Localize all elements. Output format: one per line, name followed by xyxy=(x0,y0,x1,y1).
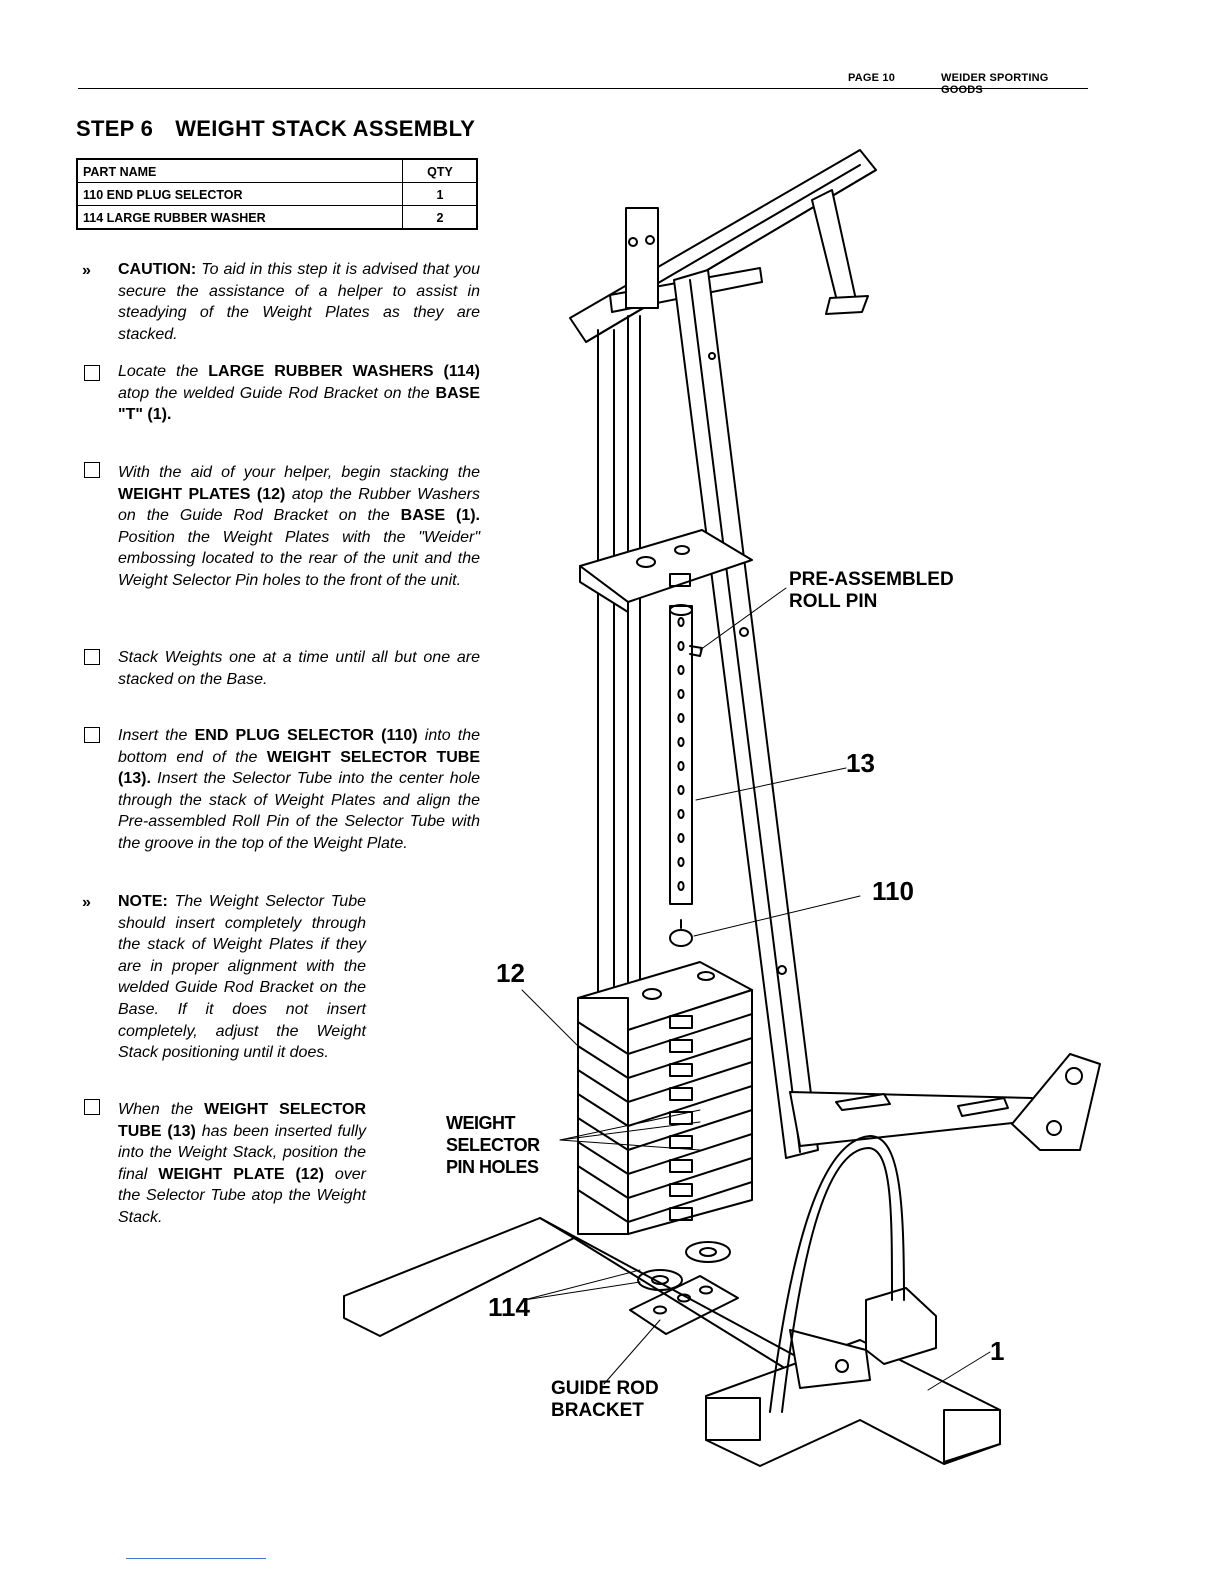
table-row: 110 END PLUG SELECTOR 1 xyxy=(76,182,478,206)
instruction-stack-weights: Stack Weights one at a time until all bu… xyxy=(118,649,480,688)
part-qty-cell: 1 xyxy=(402,182,478,206)
caution-label: CAUTION: xyxy=(118,261,197,278)
top-beam xyxy=(570,150,876,342)
callout-weight-plates: 12 xyxy=(496,958,525,988)
callout-base: 1 xyxy=(990,1336,1005,1366)
callout-end-plug: 110 xyxy=(872,876,914,906)
top-weight-plate xyxy=(580,530,752,612)
callout-roll-pin: PRE-ASSEMBLED ROLL PIN xyxy=(789,569,954,612)
callout-leader-lines xyxy=(522,588,990,1390)
footer-rule xyxy=(126,1558,266,1559)
checkbox-icon[interactable] xyxy=(84,727,100,743)
note-label: NOTE: xyxy=(118,893,168,910)
end-plug-selector xyxy=(670,920,692,946)
rear-upright xyxy=(598,208,658,1005)
base-frame xyxy=(344,1218,1000,1466)
step-title: STEP 6 WEIGHT STACK ASSEMBLY xyxy=(76,116,475,142)
table-row: 114 LARGE RUBBER WASHER 2 xyxy=(76,205,478,230)
diagonal-upright xyxy=(674,270,818,1158)
callout-pin-holes: WEIGHT SELECTOR PIN HOLES xyxy=(446,1113,540,1177)
part-name-cell: 114 LARGE RUBBER WASHER xyxy=(76,205,403,230)
selector-tube xyxy=(670,605,702,904)
instruction-final-plate: When the WEIGHT SELECTOR TUBE (13) has b… xyxy=(118,1101,367,1226)
checkbox-icon[interactable] xyxy=(84,649,100,665)
instruction-insert-selector: Insert the END PLUG SELECTOR (110) into … xyxy=(118,727,480,852)
note-bullet-icon: » xyxy=(82,894,91,911)
page-number: PAGE 10 xyxy=(848,72,896,84)
caution-text: CAUTION: To aid in this step it is advis… xyxy=(118,261,480,343)
step-number: STEP 6 xyxy=(76,116,154,141)
checkbox-icon[interactable] xyxy=(84,462,100,478)
column-header-qty: QTY xyxy=(402,158,478,183)
part-name-cell: 110 END PLUG SELECTOR xyxy=(76,182,403,206)
instruction-stack-plates: With the aid of your helper, begin stack… xyxy=(118,464,481,589)
checkbox-icon[interactable] xyxy=(84,1099,100,1115)
instruction-locate-washers: Locate the LARGE RUBBER WASHERS (114) at… xyxy=(118,363,481,424)
note-text: NOTE: The Weight Selector Tube should in… xyxy=(118,893,366,1062)
step-heading: WEIGHT STACK ASSEMBLY xyxy=(175,116,476,141)
part-qty-cell: 2 xyxy=(402,205,478,230)
checkbox-icon[interactable] xyxy=(84,365,100,381)
parts-table: PART NAME QTY 110 END PLUG SELECTOR 1 11… xyxy=(76,158,478,230)
cable-brace xyxy=(770,1136,904,1412)
page-header: PAGE 10 WEIDER SPORTING GOODS xyxy=(78,70,1088,96)
callout-guide-rod-bracket: GUIDE ROD BRACKET xyxy=(551,1378,659,1421)
callout-selector-tube: 13 xyxy=(846,748,875,778)
weight-plate-stack xyxy=(578,962,752,1234)
callout-washers: 114 xyxy=(488,1292,530,1322)
front-arm xyxy=(790,1054,1100,1150)
caution-bullet-icon: » xyxy=(82,262,91,279)
brand-name: WEIDER SPORTING GOODS xyxy=(941,72,1049,96)
